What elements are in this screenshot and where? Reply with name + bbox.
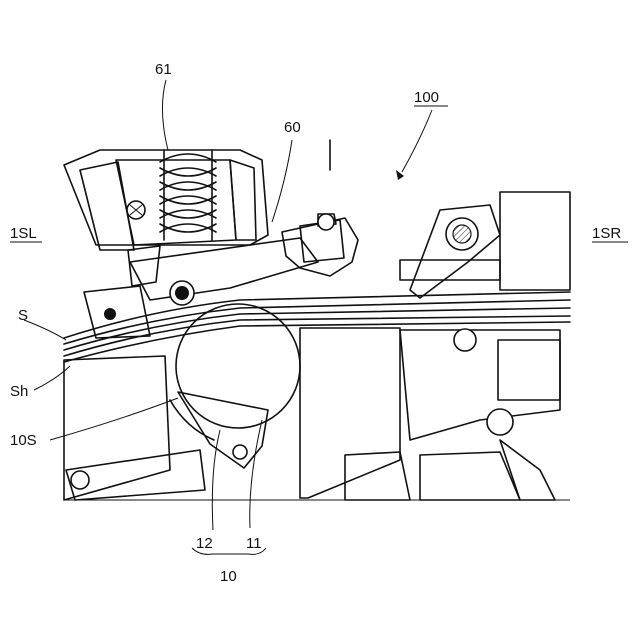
label-12: 12 (196, 535, 213, 552)
label-1SR: 1SR (592, 225, 621, 242)
label-10S: 10S (10, 432, 37, 449)
label-Sh: Sh (10, 383, 28, 400)
spring (160, 150, 216, 240)
label-10: 10 (220, 568, 237, 585)
label-60: 60 (284, 119, 301, 136)
label-100: 100 (414, 89, 439, 106)
label-S: S (18, 307, 28, 324)
pressing-plate (128, 238, 318, 305)
label-1SL: 1SL (10, 225, 37, 242)
sheet-stack (64, 292, 570, 362)
right-mechanism (330, 140, 570, 500)
center-block (300, 328, 410, 500)
spring-housing (64, 150, 268, 250)
screw-bracket (282, 214, 358, 276)
label-11: 11 (246, 535, 262, 552)
roller-assembly (170, 304, 300, 468)
label-61: 61 (155, 61, 172, 78)
